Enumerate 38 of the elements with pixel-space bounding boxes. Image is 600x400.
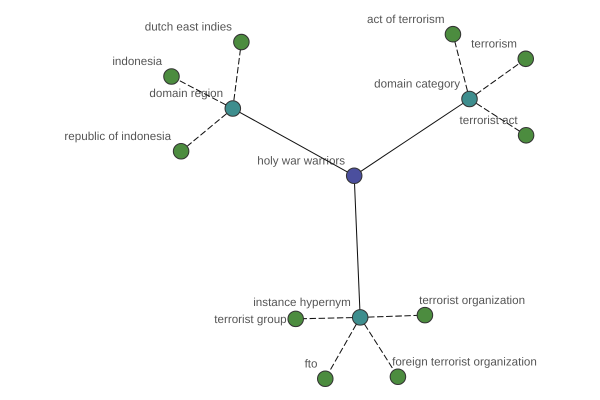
node-circle	[444, 26, 461, 42]
connector	[475, 62, 520, 95]
node-label: terrorist group	[214, 313, 286, 326]
node-circle	[351, 309, 368, 326]
node-circle	[345, 167, 362, 184]
node-circle	[517, 127, 534, 144]
connector	[186, 113, 226, 146]
node-label: domain category	[374, 78, 460, 91]
node-label: instance hypernym	[252, 296, 350, 310]
connector	[476, 103, 520, 132]
connector	[232, 50, 240, 100]
node-label: fto	[304, 357, 318, 370]
connector	[360, 103, 463, 172]
node-label: dutch east indies	[144, 20, 232, 34]
connector	[328, 324, 356, 372]
node-circle	[172, 142, 189, 160]
connector	[354, 184, 360, 310]
node-circle	[232, 34, 250, 50]
node-circle	[416, 306, 433, 324]
node-circle	[460, 90, 478, 108]
node-circle	[389, 368, 406, 386]
node-circle	[316, 370, 334, 387]
connector	[239, 112, 348, 172]
connector	[368, 314, 416, 318]
node-label: republic of indonesia	[64, 130, 171, 143]
connector	[303, 317, 352, 320]
connector	[364, 324, 394, 370]
node-label: terrorist act	[459, 114, 518, 127]
node-circle	[286, 310, 304, 328]
node-label: indonesia	[112, 55, 162, 68]
node-circle	[516, 50, 534, 68]
node-label: terrorist organization	[418, 294, 525, 307]
node-label: foreign terrorist organization	[392, 355, 536, 368]
node-circle	[224, 100, 241, 117]
node-circle	[162, 68, 180, 85]
connector	[454, 42, 468, 92]
node-label: terrorism	[470, 37, 517, 50]
node-label: act of terrorism	[366, 12, 444, 26]
